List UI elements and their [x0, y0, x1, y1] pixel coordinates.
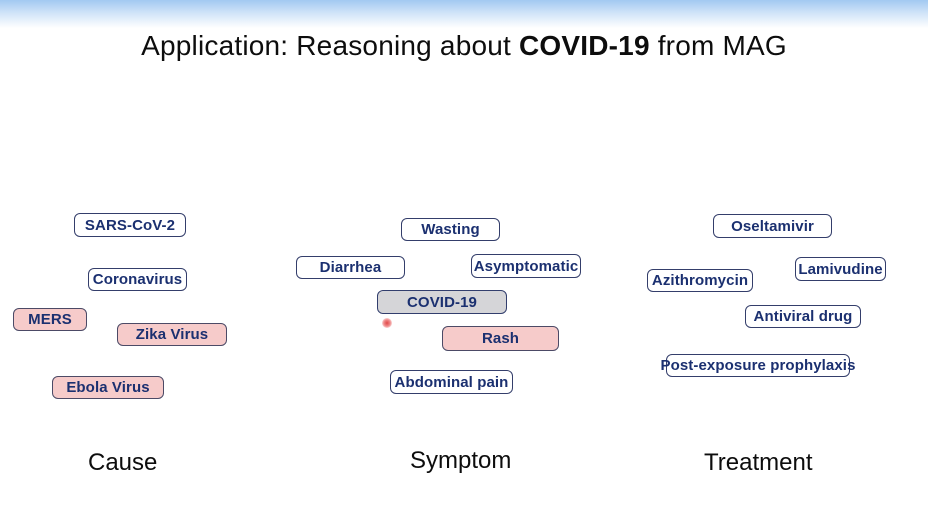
node-lamivudine: Lamivudine: [795, 257, 886, 281]
node-asymptomatic: Asymptomatic: [471, 254, 581, 278]
group-label-symptom: Symptom: [410, 447, 512, 474]
node-wasting: Wasting: [401, 218, 500, 241]
node-ebola-virus: Ebola Virus: [52, 376, 164, 399]
node-mers: MERS: [13, 308, 87, 331]
node-post-exposure-prophylaxis: Post-exposure prophylaxis: [660, 354, 855, 377]
slide-title: Application: Reasoning about COVID-19 fr…: [0, 30, 928, 62]
node-azithromycin: Azithromycin: [647, 269, 753, 292]
node-rash: Rash: [442, 326, 559, 351]
node-abdominal-pain: Abdominal pain: [390, 370, 513, 394]
node-covid-19: COVID-19: [377, 290, 507, 314]
slide-title-suffix: from MAG: [649, 30, 787, 61]
node-diarrhea: Diarrhea: [296, 256, 405, 279]
group-label-cause: Cause: [88, 449, 158, 476]
node-oseltamivir: Oseltamivir: [713, 214, 832, 238]
group-label-treatment: Treatment: [704, 449, 813, 476]
slide-title-highlight: COVID-19: [518, 30, 650, 61]
slide-title-prefix: Application: Reasoning about: [141, 30, 519, 61]
node-zika-virus: Zika Virus: [117, 323, 227, 346]
laser-pointer-dot: [382, 318, 392, 328]
top-gradient-band: [0, 0, 928, 28]
node-coronavirus: Coronavirus: [88, 268, 187, 291]
node-antiviral-drug: Antiviral drug: [745, 305, 861, 328]
node-sars-cov-2: SARS-CoV-2: [74, 213, 186, 237]
